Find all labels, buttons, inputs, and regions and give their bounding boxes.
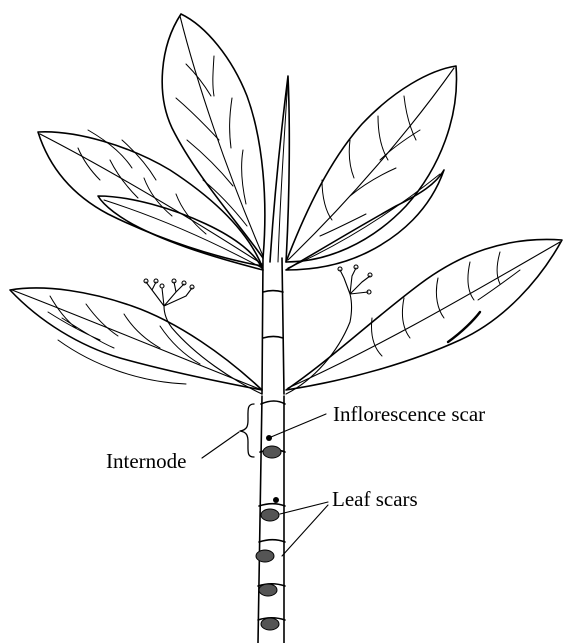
leaf-left-upper: [38, 130, 262, 266]
inflorescence-scar: [273, 497, 279, 503]
leaf-left-inner: [98, 196, 263, 270]
leaf-lower-right: [286, 239, 562, 390]
leaf-lower-left: [10, 288, 262, 390]
leader-leaf-scar-lower: [282, 505, 328, 556]
inflorescence-scar-label: Inflorescence scar: [333, 404, 485, 425]
inflorescence-scars: [266, 435, 279, 503]
leader-lines: [202, 414, 328, 556]
leader-inflorescence-scar: [271, 414, 326, 437]
leaf-upper-right: [286, 66, 457, 262]
leader-internode: [202, 432, 239, 458]
leaf-scar: [263, 446, 281, 458]
leaf-scar: [261, 509, 279, 521]
internode-bracket: [240, 404, 254, 457]
leaf-scars-label: Leaf scars: [332, 489, 418, 510]
leaf-scar: [259, 584, 277, 596]
terminal-bud: [270, 76, 289, 262]
leaf-scar: [256, 550, 274, 562]
leaf-scar: [261, 618, 279, 630]
inflorescence-left: [144, 279, 262, 394]
inflorescence-scar: [266, 435, 272, 441]
upper-stem: [262, 258, 284, 394]
internode-label: Internode: [106, 451, 186, 472]
leaf-upper-left: [162, 14, 265, 258]
